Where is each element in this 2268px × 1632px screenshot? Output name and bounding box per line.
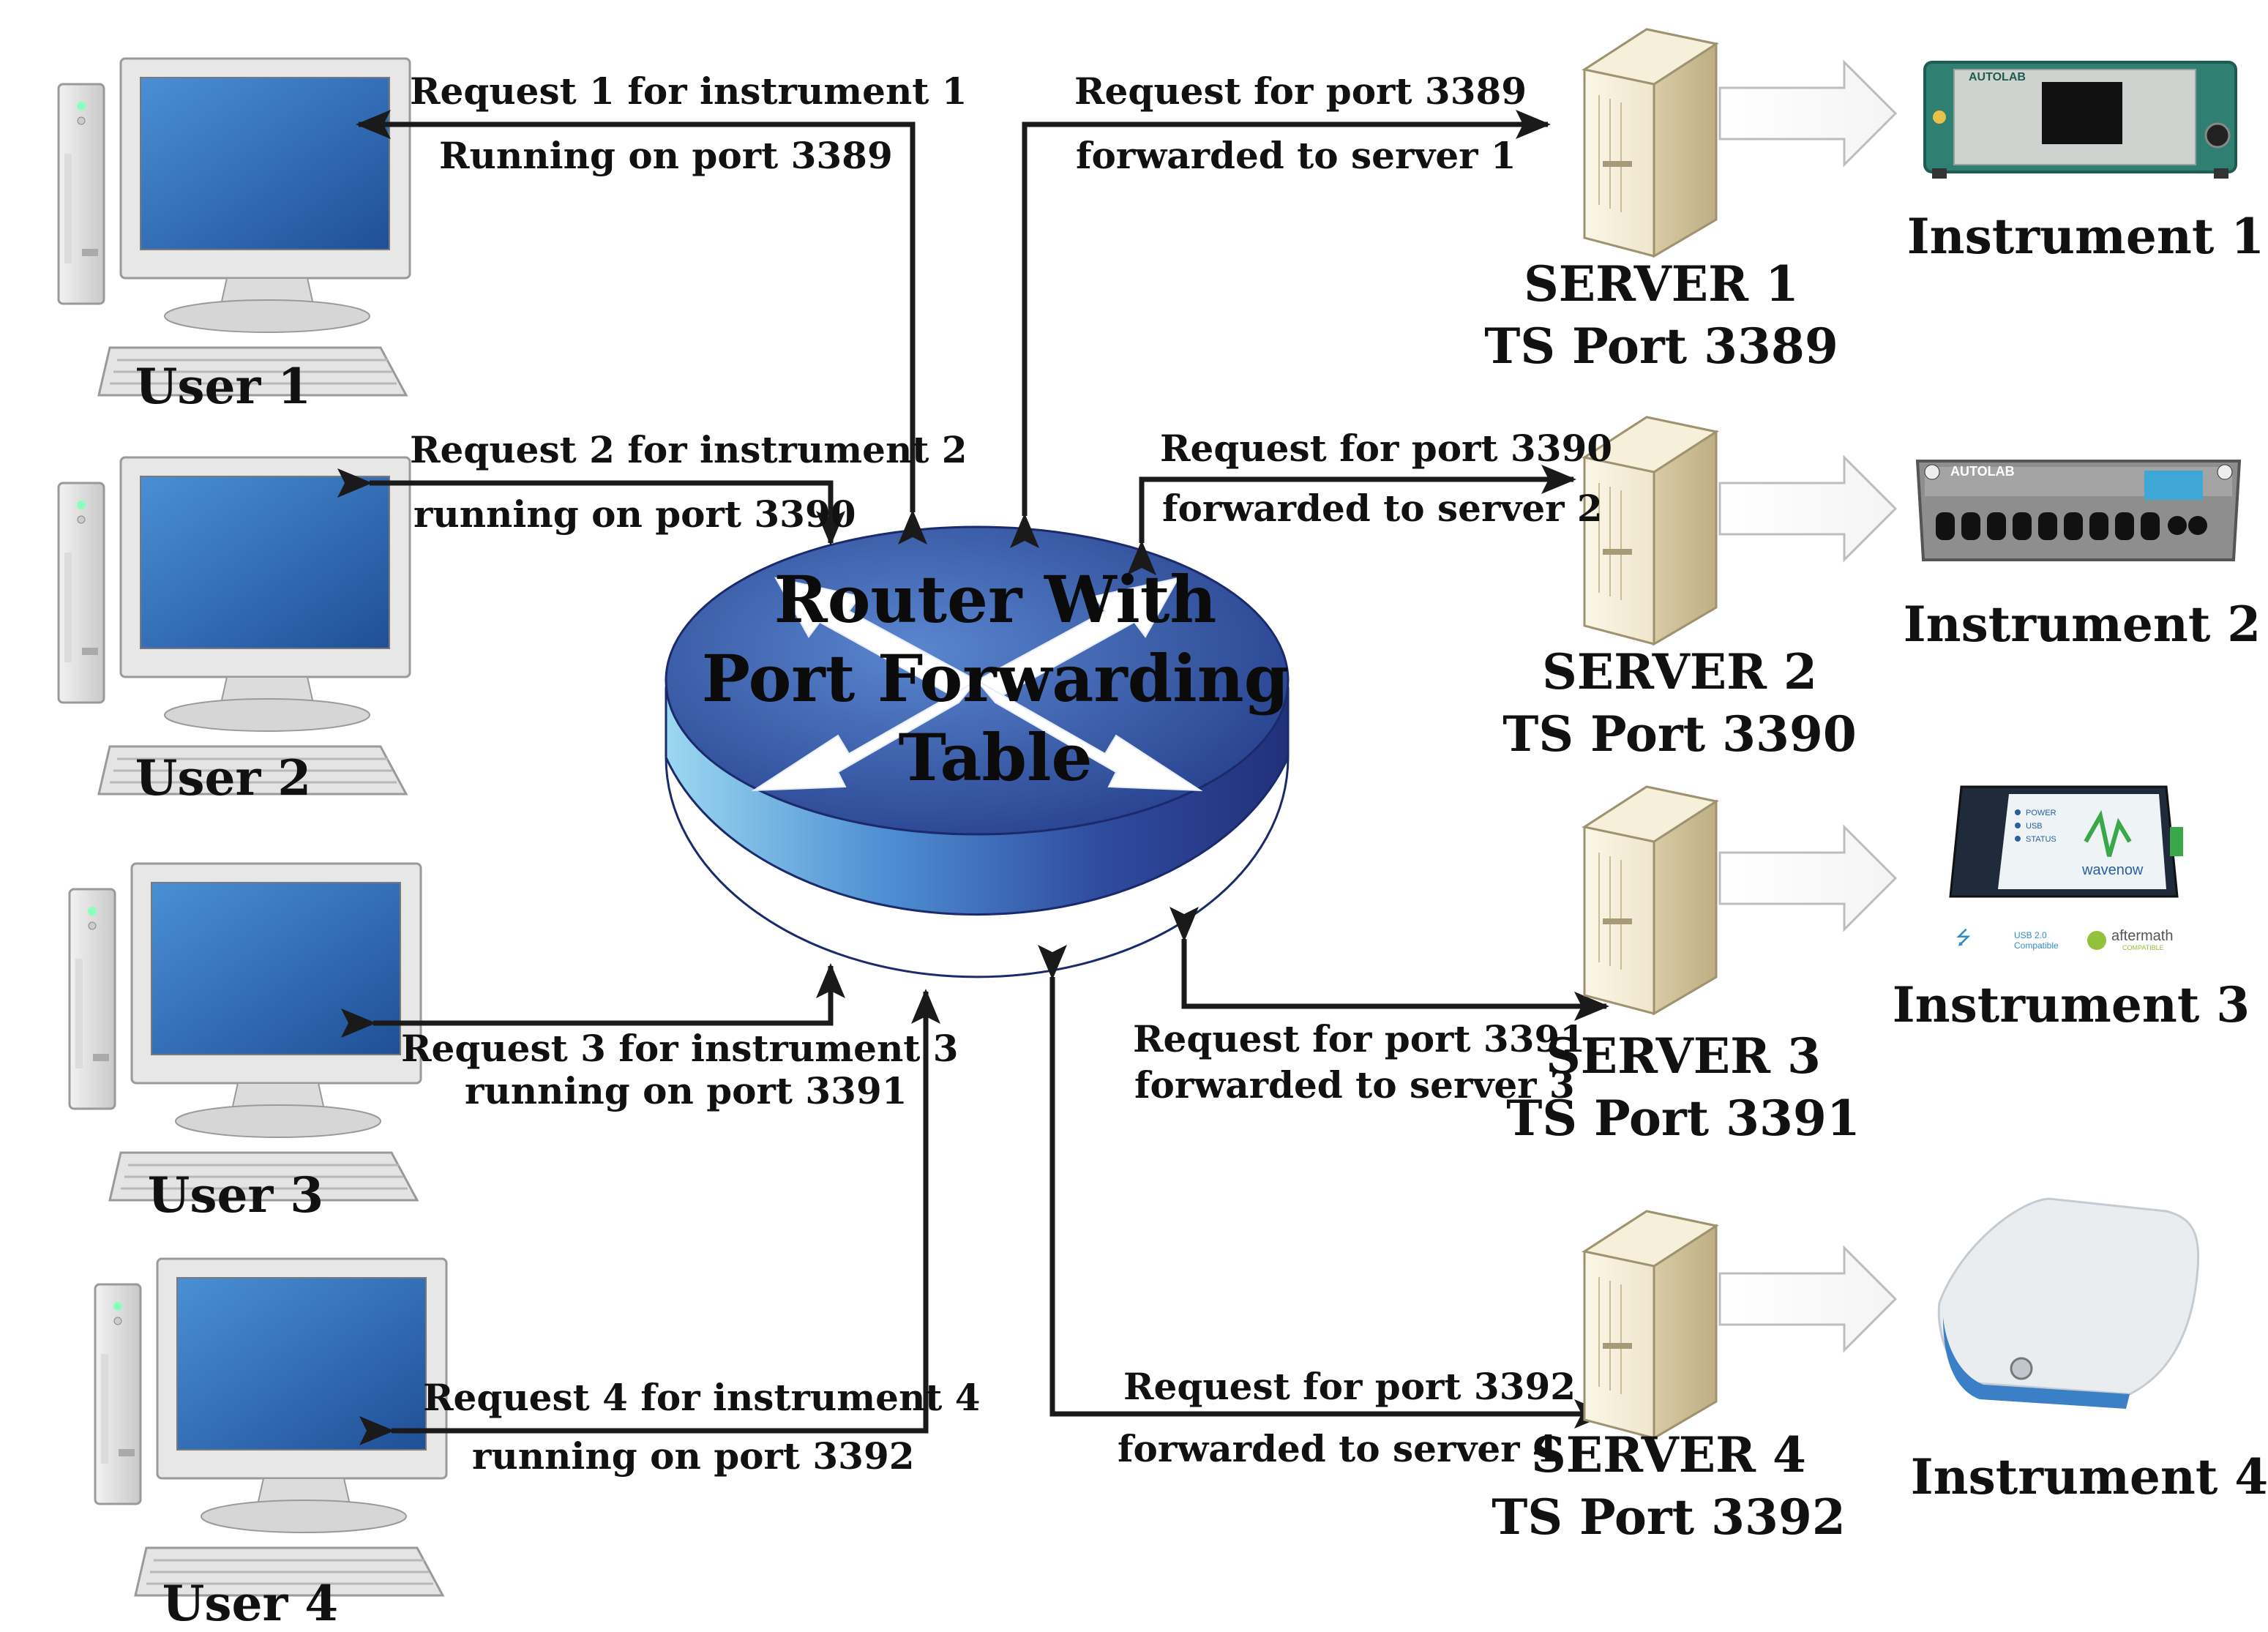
router-label-line-3: Table — [898, 719, 1093, 796]
instrument-3-label: Instrument 3 — [1892, 976, 2250, 1033]
computer-user-3 — [68, 862, 422, 1202]
user-4-label: User 4 — [162, 1575, 339, 1632]
server-2-forward-line-2: forwarded to server 2 — [1162, 487, 1603, 530]
instrument-1-label: Instrument 1 — [1906, 208, 2265, 265]
server-1-port: TS Port 3389 — [1484, 318, 1838, 375]
server-4-icon — [1582, 1210, 1719, 1440]
user-2-label: User 2 — [135, 749, 312, 806]
connectors — [337, 110, 1609, 1445]
server-2-port: TS Port 3390 — [1502, 705, 1857, 763]
instrument-3-status-text: STATUS — [2026, 835, 2056, 844]
server-3-forward-line-1: Request for port 3391 — [1133, 1017, 1586, 1060]
server-3-port: TS Port 3391 — [1506, 1090, 1860, 1147]
user-2-request-line-1: Request 2 for instrument 2 — [410, 428, 968, 471]
arrow-user-2-to-router — [337, 468, 845, 546]
arrow-router-to-server-1 — [1010, 110, 1551, 548]
instrument-1-brand-text: AUTOLAB — [1969, 71, 2026, 83]
server-2-forward-line-1: Request for port 3390 — [1160, 427, 1613, 470]
instrument-3-brand-text: wavenow — [2081, 862, 2144, 878]
server-4-forward-line-1: Request for port 3392 — [1123, 1365, 1576, 1408]
instrument-3-usb2-text: USB 2.0 — [2014, 930, 2047, 940]
user-3-request-line-2: running on port 3391 — [465, 1069, 907, 1112]
usb-compatible-icon: ⭍ — [1956, 927, 1972, 949]
instrument-2-device-icon: AUTOLAB — [1915, 460, 2242, 561]
server-3-name: SERVER 3 — [1546, 1028, 1821, 1085]
arrow-router-to-server-4 — [1038, 945, 1609, 1429]
instrument-2-brand-text: AUTOLAB — [1950, 464, 2015, 479]
router-cross-arrows-icon — [751, 577, 1203, 792]
user-4-request-line-2: running on port 3392 — [472, 1434, 915, 1478]
arrow-router-to-server-2 — [1127, 465, 1576, 575]
instrument-2-label: Instrument 2 — [1903, 596, 2261, 653]
arrow-router-to-user-1 — [356, 110, 927, 544]
instrument-3-usb-text: USB — [2026, 822, 2043, 831]
router-label: Router With Port Forwarding Table — [702, 560, 1289, 797]
arrow-router-to-user-4 — [359, 989, 940, 1445]
user-2-request-line-2: running on port 3390 — [413, 493, 856, 536]
instrument-3-aftermath-compatible-text: COMPATIBLE — [2122, 944, 2164, 951]
hollow-arrow-server-4-icon — [1718, 1245, 1898, 1353]
router-label-line-2: Port Forwarding — [701, 640, 1290, 716]
user-1-request-line-2: Running on port 3389 — [439, 134, 893, 177]
server-4-port: TS Port 3392 — [1492, 1489, 1846, 1546]
user-3-request-line-1: Request 3 for instrument 3 — [401, 1027, 959, 1070]
user-1-request-line-1: Request 1 for instrument 1 — [410, 70, 968, 113]
computer-user-2 — [57, 456, 411, 796]
instrument-1-device-icon: AUTOLAB — [1923, 61, 2237, 179]
instrument-3-power-text: POWER — [2026, 809, 2056, 817]
server-2-icon — [1582, 416, 1719, 646]
instrument-3-compatible-text: Compatible — [2014, 940, 2059, 951]
instrument-3-aftermath-text: aftermath — [2111, 928, 2173, 944]
router-label-line-1: Router With — [774, 561, 1217, 637]
server-3-icon — [1582, 785, 1719, 1016]
server-1-forward-line-2: forwarded to server 1 — [1076, 134, 1516, 177]
computer-user-4 — [94, 1257, 448, 1597]
hollow-arrow-server-2-icon — [1718, 454, 1898, 563]
arrow-router-to-user-3 — [341, 963, 845, 1038]
server-4-forward-line-2: forwarded to server 4 — [1118, 1427, 1558, 1470]
instrument-4-device-icon — [1937, 1197, 2200, 1409]
user-4-request-line-1: Request 4 for instrument 4 — [423, 1376, 981, 1419]
server-3-forward-line-2: forwarded to server 3 — [1134, 1063, 1575, 1107]
server-1-name: SERVER 1 — [1524, 255, 1799, 312]
instrument-3-device-icon: POWER USB STATUS wavenow ⭍ USB 2.0 Compa… — [1949, 785, 2183, 951]
server-1-icon — [1582, 28, 1719, 258]
server-2-name: SERVER 2 — [1542, 643, 1817, 700]
server-4-name: SERVER 4 — [1531, 1426, 1806, 1483]
hollow-arrow-server-3-icon — [1718, 824, 1898, 932]
hollow-arrow-server-1-icon — [1718, 59, 1898, 168]
user-1-label: User 1 — [135, 358, 312, 415]
arrow-router-to-server-3 — [1169, 907, 1609, 1021]
user-3-label: User 3 — [147, 1167, 324, 1224]
computer-user-1 — [57, 57, 411, 397]
aftermath-logo-icon — [2087, 931, 2106, 950]
server-1-forward-line-1: Request for port 3389 — [1074, 70, 1527, 113]
instrument-4-label: Instrument 4 — [1910, 1448, 2268, 1505]
router-icon — [665, 525, 1290, 978]
